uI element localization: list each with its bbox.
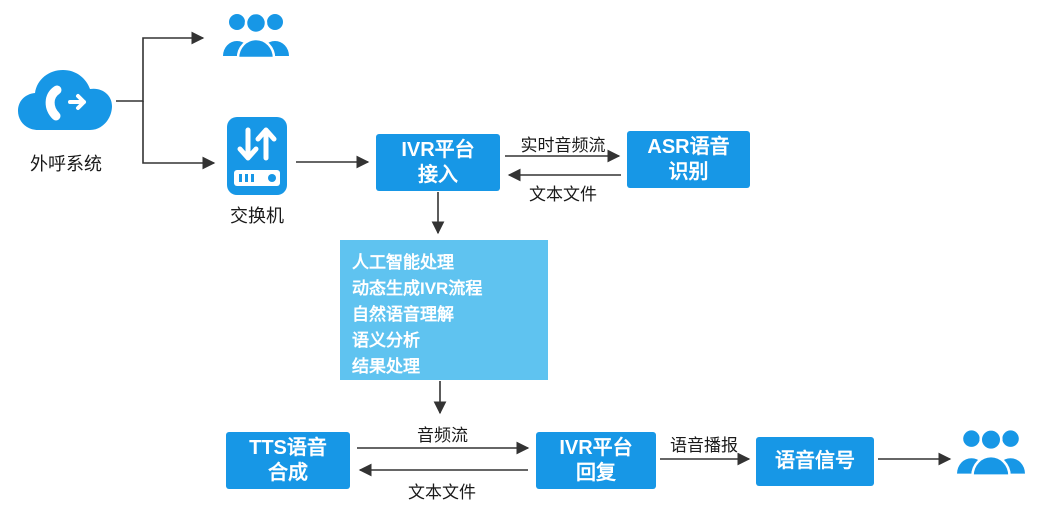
- node-ivr-access: IVR平台 接入: [376, 134, 500, 191]
- node-voice-signal: 语音信号: [756, 437, 874, 486]
- edge-label-text-file-bottom: 文本文件: [408, 483, 476, 502]
- node-tts-line1: TTS语音: [249, 436, 327, 459]
- node-processing: 人工智能处理 动态生成IVR流程 自然语音理解 语义分析 结果处理: [340, 240, 548, 380]
- node-ivr-reply: IVR平台 回复: [536, 432, 656, 489]
- processing-line: 自然语音理解: [352, 305, 454, 324]
- switch-icon: [224, 114, 290, 198]
- users-icon-bottom: [956, 424, 1026, 478]
- processing-line: 动态生成IVR流程: [352, 279, 483, 298]
- processing-line: 人工智能处理: [352, 253, 454, 272]
- edge-label-text-file-top: 文本文件: [529, 185, 597, 204]
- node-ivr-reply-line2: 回复: [576, 461, 616, 484]
- node-tts: TTS语音 合成: [226, 432, 350, 489]
- edge-label-voice-broadcast: 语音播报: [670, 436, 738, 455]
- node-asr-line2: 识别: [668, 160, 709, 183]
- cloud-phone-icon: [14, 64, 118, 146]
- outbound-system-label: 外呼系统: [30, 154, 102, 174]
- processing-line: 结果处理: [352, 357, 420, 376]
- node-ivr-access-line1: IVR平台: [401, 138, 475, 161]
- processing-line: 语义分析: [352, 331, 420, 350]
- node-ivr-reply-line1: IVR平台: [559, 436, 633, 459]
- node-tts-line2: 合成: [268, 461, 308, 484]
- connector-cloud-to-users: [116, 31, 205, 102]
- node-asr-line1: ASR语音: [647, 135, 730, 158]
- node-ivr-access-line2: 接入: [418, 163, 458, 186]
- connector-cloud-to-switch: [142, 101, 216, 170]
- node-asr: ASR语音 识别: [627, 131, 750, 188]
- switch-label: 交换机: [230, 206, 284, 226]
- edge-label-audio-stream: 音频流: [417, 426, 468, 445]
- edge-label-realtime-audio-stream: 实时音频流: [520, 136, 606, 155]
- node-voice-signal-label: 语音信号: [775, 450, 855, 472]
- users-icon-top: [222, 8, 290, 60]
